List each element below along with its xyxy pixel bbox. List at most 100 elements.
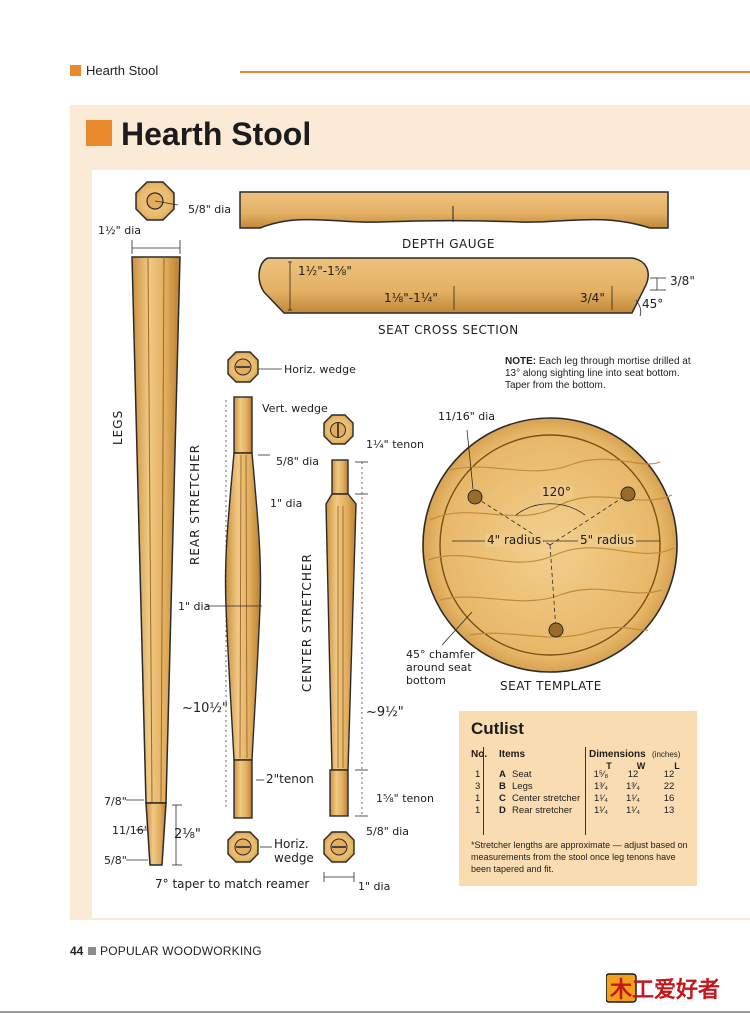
cutlist-head-dims: Dimensions <box>589 749 646 760</box>
center-stretcher-label: CENTER STRETCHER <box>300 553 314 692</box>
cutlist-head-items: Items <box>499 749 526 760</box>
center-158-tenon-label: 1⅝" tenon <box>376 792 434 805</box>
horiz-wedge-bottom-label-1: Horiz. <box>274 837 309 851</box>
seat-edge-label: 3/4" <box>580 291 605 305</box>
template-hole-dia-label: 11/16" dia <box>438 410 496 423</box>
cutlist-item: Legs <box>512 781 533 792</box>
cutlist-letter: B <box>499 781 506 792</box>
seat-chamfer-angle-label: 45° <box>642 297 664 311</box>
leg-width-label: 1½" dia <box>98 224 141 237</box>
seat-thickness-label: 1½"-1⅝" <box>298 264 352 278</box>
mortise-hole <box>467 489 483 505</box>
cutlist-qty: 1 <box>475 793 481 804</box>
cutlist-head-l: L <box>674 761 680 771</box>
cutlist-header: No. Items Dimensions (inches) T W L <box>471 747 687 771</box>
horiz-wedge-top-label: Horiz. wedge <box>284 363 356 376</box>
radius-4-label: 4" radius <box>485 533 544 547</box>
rear-stretcher-1dia-label: 1" dia <box>178 600 211 613</box>
cutlist-letter: D <box>499 805 506 816</box>
cutlist-thickness: 1³⁄₄ <box>594 781 608 792</box>
cutlist-row: 1 D Rear stretcher 1¹⁄₄ 1¹⁄₄ 13 <box>471 805 687 817</box>
running-head-rule <box>240 71 750 73</box>
leg-drawing <box>126 181 182 866</box>
angle-120-label: 120° <box>540 485 573 499</box>
center-tenon-top-label: 1¼" tenon <box>366 438 424 451</box>
dowel-end-octagon <box>323 831 355 882</box>
cutlist-head-no: No. <box>471 749 488 760</box>
chamfer-note-line-3: bottom <box>406 674 446 687</box>
cutlist-head-w: W <box>636 761 646 771</box>
chamfer-note-line-1: 45° chamfer <box>406 648 475 661</box>
cutlist-thickness: 1⁵⁄₈ <box>593 769 609 780</box>
cutlist-letter: C <box>499 793 506 804</box>
seat-template <box>422 417 678 673</box>
legs-label: LEGS <box>111 409 125 445</box>
rear-stretcher-drawing <box>206 396 270 819</box>
page-title: Hearth Stool <box>121 116 312 152</box>
cutlist-item: Center stretcher <box>512 793 581 804</box>
seat-template-label: SEAT TEMPLATE <box>500 679 602 693</box>
magazine-name: POPULAR WOODWORKING <box>100 944 262 958</box>
footer-marker <box>88 947 96 955</box>
bottom-1dia-label: 1" dia <box>358 880 391 893</box>
depth-gauge-label: DEPTH GAUGE <box>402 237 495 251</box>
mortise-hole <box>548 622 564 638</box>
depth-gauge <box>239 191 669 229</box>
running-head-marker <box>70 65 81 76</box>
horiz-wedge-bottom-label-2: wedge <box>274 851 314 865</box>
leg-tenon-tip <box>145 802 167 866</box>
cutlist-qty: 1 <box>475 805 481 816</box>
cutlist-width: 1³⁄₄ <box>626 781 640 792</box>
center-stretcher-drawing <box>325 459 368 817</box>
cutlist-row: 3 B Legs 1³⁄₄ 1³⁄₄ 22 <box>471 781 687 793</box>
running-head: Hearth Stool <box>70 62 750 80</box>
cutlist-qty: 3 <box>475 781 481 792</box>
rear-2in-tenon-label: 2"tenon <box>266 772 314 786</box>
note-text: NOTE: Each leg through mortise drilled a… <box>505 356 705 392</box>
seat-cross-section-label: SEAT CROSS SECTION <box>378 323 519 337</box>
page-number: 44 <box>70 944 84 958</box>
vert-wedge-label: Vert. wedge <box>262 402 328 415</box>
cutlist-head-t: T <box>606 761 612 771</box>
rear-stretcher-58-label: 5/8" dia <box>276 455 320 468</box>
leg-bottom-78-label: 7/8" <box>104 795 127 808</box>
watermark-text: 木工爱好者 <box>609 977 720 1003</box>
cutlist-qty: 1 <box>475 769 481 780</box>
cutlist-width: 1¹⁄₄ <box>626 793 640 804</box>
cutlist-length: 16 <box>663 793 675 804</box>
watermark-logo: 木工爱好者 <box>606 973 720 1003</box>
wedge-horizontal-bottom <box>227 831 272 863</box>
center-1dia-label: 1" dia <box>270 497 303 510</box>
cutlist-box: Cutlist No. Items Dimensions (inches) T … <box>459 711 697 886</box>
leg-top-dia-label: 5/8" dia <box>188 203 232 216</box>
cutlist-length: 22 <box>663 781 675 792</box>
wedge-vertical <box>323 414 354 445</box>
chamfer-note-line-2: around seat <box>406 661 472 674</box>
leg-taper-length-label: 2⅛" <box>174 827 201 842</box>
title-marker <box>86 120 112 146</box>
rear-stretcher-label: REAR STRETCHER <box>188 443 202 565</box>
leg-bottom-1116-label: 11/16" <box>112 824 149 837</box>
cutlist-row: 1 A Seat 1⁵⁄₈ 12 12 <box>471 769 687 781</box>
leg-shaft <box>131 256 181 804</box>
cutlist-width: 1¹⁄₄ <box>626 805 640 816</box>
cutlist-head-units: (inches) <box>652 750 681 759</box>
center-length-label: ~9½" <box>366 705 404 720</box>
leg-taper-note: 7° taper to match reamer <box>155 877 310 891</box>
seat-cross-section <box>258 257 666 317</box>
radius-5-label: 5" radius <box>578 533 637 547</box>
running-head-title: Hearth Stool <box>86 63 159 78</box>
leg-length-label: ~10½" <box>182 701 229 716</box>
cutlist-thickness: 1¹⁄₄ <box>594 793 608 804</box>
cutlist-length: 12 <box>663 769 675 780</box>
seat-mid-thickness-label: 1⅛"-1¼" <box>384 291 438 305</box>
seat-chamfer-width-label: 3/8" <box>670 274 695 288</box>
cutlist-row: 1 C Center stretcher 1¹⁄₄ 1¹⁄₄ 16 <box>471 793 687 805</box>
cutlist-thickness: 1¹⁄₄ <box>594 805 608 816</box>
cutlist-width: 12 <box>627 769 639 780</box>
cutlist-item: Rear stretcher <box>512 805 573 816</box>
cutlist-divider <box>483 747 484 835</box>
cutlist-footnote: *Stretcher lengths are approximate — adj… <box>471 840 688 874</box>
cutlist-divider <box>585 747 586 835</box>
